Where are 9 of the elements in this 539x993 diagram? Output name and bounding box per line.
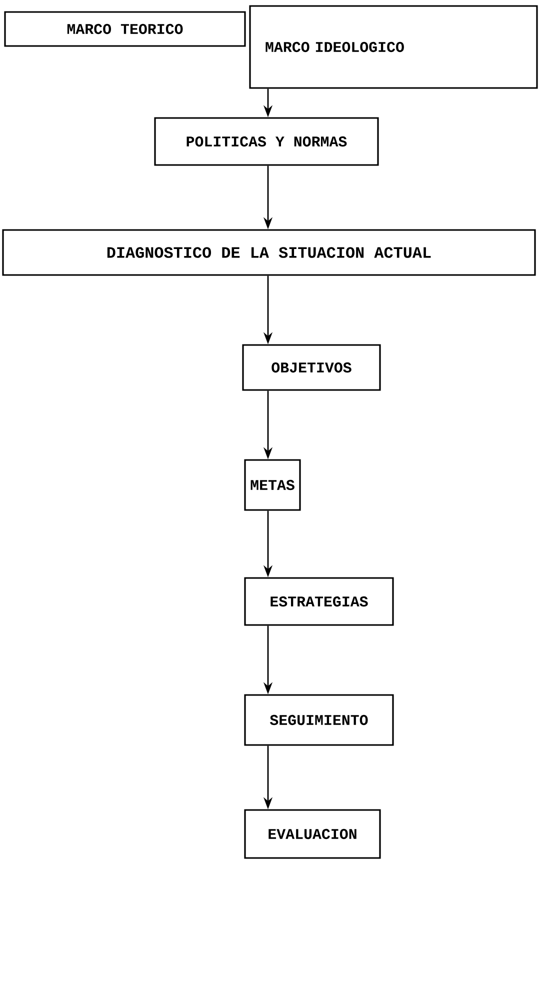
process-box: MARCO TEORICO — [4, 11, 246, 47]
process-box: MARCO IDEOLOGICO — [249, 5, 538, 89]
process-box: DIAGNOSTICO DE LA SITUACION ACTUAL — [2, 229, 536, 276]
process-box: METAS — [244, 459, 301, 511]
process-box: POLITICAS Y NORMAS — [154, 117, 379, 166]
process-box: ESTRATEGIAS — [244, 577, 394, 626]
process-box: SEGUIMIENTO — [244, 694, 394, 746]
process-box: EVALUACION — [244, 809, 381, 859]
process-box: OBJETIVOS — [242, 344, 381, 391]
